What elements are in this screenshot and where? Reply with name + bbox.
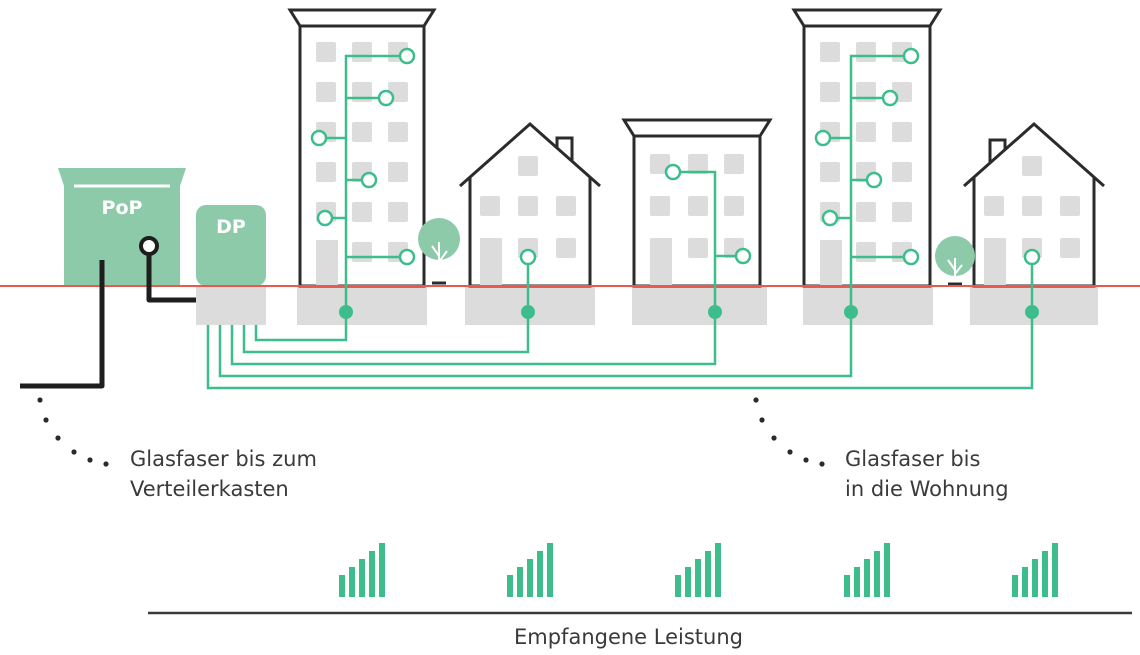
tree-icon [935, 236, 975, 286]
signal-bar [685, 567, 691, 597]
signal-bar [359, 559, 365, 597]
signal-bar [864, 559, 870, 597]
signal-bar [884, 543, 890, 597]
apartment-building-3 [791, 8, 943, 288]
signal-strength-icon [844, 543, 890, 597]
house-1 [459, 121, 601, 288]
signal-bar [1052, 543, 1058, 597]
left-caption-line2: Verteilerkasten [130, 477, 289, 501]
dotted-callout-right [753, 397, 825, 467]
fiber-outlet-icon [310, 47, 1041, 266]
signal-bar [675, 575, 681, 597]
signal-bar [715, 543, 721, 597]
pop-box: PoP [58, 168, 186, 286]
signal-bar [379, 543, 385, 597]
left-caption: Glasfaser bis zum Verteilerkasten [130, 444, 317, 504]
fiber-junction-icon [339, 305, 1039, 319]
signal-bar [1042, 551, 1048, 597]
signal-bar [527, 559, 533, 597]
signal-bar [507, 575, 513, 597]
right-caption-line1: Glasfaser bis [845, 447, 981, 471]
signal-bar [547, 543, 553, 597]
fiber-routing [206, 312, 1034, 390]
signal-bar [517, 567, 523, 597]
copper-line [20, 250, 196, 389]
pop-label: PoP [102, 197, 143, 219]
house-2 [963, 121, 1105, 288]
signal-bar [874, 551, 880, 597]
signal-bar [695, 559, 701, 597]
pop-connector-icon [139, 236, 159, 256]
signal-strength-icon [675, 543, 721, 597]
signal-bar [705, 551, 711, 597]
signal-bar [369, 551, 375, 597]
dp-label: DP [216, 216, 246, 238]
signal-bar [537, 551, 543, 597]
signal-strength-icon [507, 543, 553, 597]
dp-box: DP [196, 205, 266, 286]
signal-strength-icon [339, 543, 385, 597]
signal-strength-icon [1012, 543, 1058, 597]
underground-blocks [196, 287, 1098, 325]
signal-bar [844, 575, 850, 597]
signal-row [339, 543, 1058, 597]
right-caption-line2: in die Wohnung [845, 477, 1009, 501]
signal-bar [339, 575, 345, 597]
signal-bar [854, 567, 860, 597]
left-caption-line1: Glasfaser bis zum [130, 447, 317, 471]
dotted-callout-left [37, 397, 109, 467]
bottom-caption: Empfangene Leistung [514, 625, 743, 649]
right-caption: Glasfaser bis in die Wohnung [845, 444, 1009, 504]
fiber-risers [326, 54, 1034, 312]
tree-icon [418, 218, 460, 285]
signal-bar [1032, 559, 1038, 597]
signal-bar [1012, 575, 1018, 597]
signal-bar [349, 567, 355, 597]
signal-bar [1022, 567, 1028, 597]
